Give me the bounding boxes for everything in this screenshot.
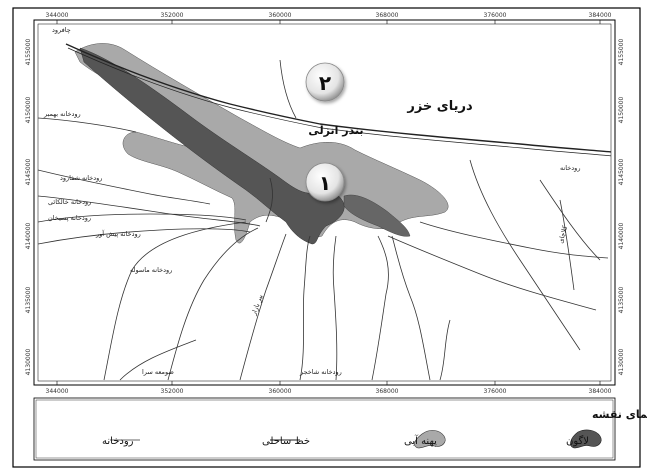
lagoon-lobe (343, 194, 411, 237)
river-label: رودخانه پسیخان (48, 214, 91, 222)
y-tick-label: 4130000 (618, 348, 625, 375)
tick-marks (56, 20, 601, 385)
legend-label: رودخانه (102, 436, 134, 447)
lagoon-swatch-icon (570, 429, 602, 449)
river-label: رودخانه بهمبر (43, 110, 81, 118)
river-label: صومعه سرا (142, 368, 174, 376)
sea-label: دریای خزر (406, 99, 473, 114)
y-ticks-left: 4155000 4150000 4145000 4140000 4135000 … (25, 38, 32, 375)
y-ticks-right: 4155000 4150000 4145000 4140000 4135000 … (618, 38, 625, 375)
y-tick-label: 4150000 (25, 96, 32, 123)
legend-item-river: رودخانه (102, 436, 140, 447)
legend-label: لاگون (566, 435, 589, 447)
x-tick-label: 360000 (269, 388, 292, 395)
x-tick-label: 352000 (161, 12, 184, 19)
legend-item-water: پهنه آبی (404, 430, 446, 449)
river-label: رودخانه شاخجر (299, 368, 342, 376)
badge-number: ۲ (319, 71, 331, 95)
y-tick-label: 4155000 (25, 38, 32, 65)
rivers (38, 59, 609, 381)
legend-label: پهنه آبی (404, 434, 437, 447)
river-label: رودخانه (560, 164, 580, 172)
river-label: رودخانه ماسوله (130, 266, 172, 274)
legend-inner (35, 399, 614, 459)
x-tick-label: 376000 (484, 388, 507, 395)
badge-1: ۱ (305, 162, 345, 202)
x-ticks-bottom: 344000 352000 360000 368000 376000 38400… (46, 388, 612, 395)
river-label: رودخانه پیش آور (95, 229, 141, 238)
x-tick-label: 344000 (46, 12, 69, 19)
y-tick-label: 4145000 (618, 158, 625, 185)
y-tick-label: 4130000 (25, 348, 32, 375)
y-tick-label: 4140000 (618, 222, 625, 249)
x-tick-label: 384000 (589, 12, 612, 19)
river-label: رودخانه شفارود (60, 174, 102, 182)
river-label: چافرود (52, 26, 71, 34)
x-tick-label: 368000 (376, 12, 399, 19)
legend-item-lagoon: لاگون (566, 429, 602, 449)
x-tick-label: 376000 (484, 12, 507, 19)
y-tick-label: 4135000 (25, 286, 32, 313)
neat-line (37, 23, 612, 382)
y-tick-label: 4145000 (25, 158, 32, 185)
water-swatch-icon (414, 430, 446, 449)
y-tick-label: 4150000 (618, 96, 625, 123)
x-tick-label: 384000 (589, 388, 612, 395)
x-tick-label: 360000 (269, 12, 292, 19)
port-label: بندر انزلی (308, 124, 363, 137)
badge-2: ۲ (305, 62, 345, 102)
y-tick-label: 4140000 (25, 222, 32, 249)
legend-item-coastline: خط ساحلی (262, 436, 310, 447)
legend-title: راهنمای نقشه (592, 408, 647, 421)
legend-label: خط ساحلی (262, 436, 310, 447)
legend-panel (33, 397, 616, 461)
river-label: رودخانه خالکائی (48, 198, 91, 206)
x-ticks-top: 344000 352000 360000 368000 376000 38400… (46, 12, 612, 19)
x-tick-label: 352000 (161, 388, 184, 395)
x-tick-label: 368000 (376, 388, 399, 395)
coastline (65, 43, 611, 153)
badge-number: ۱ (319, 171, 331, 195)
coastline-inner (67, 47, 611, 157)
x-tick-label: 344000 (46, 388, 69, 395)
y-tick-label: 4135000 (618, 286, 625, 313)
y-tick-label: 4155000 (618, 38, 625, 65)
lagoon-body (79, 47, 345, 245)
